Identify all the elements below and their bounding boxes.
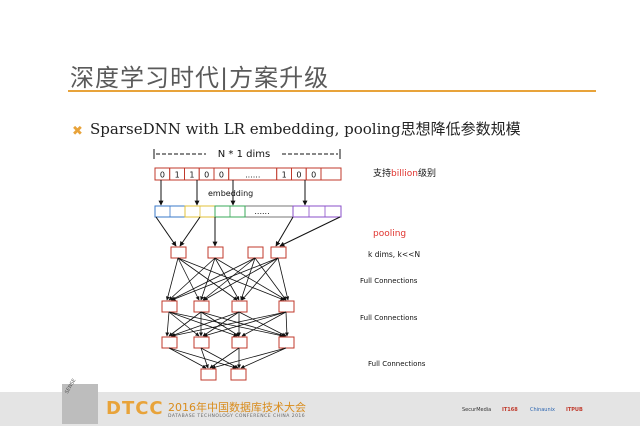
sponsor-logo: IT168	[502, 407, 518, 413]
sponsor-logo: SecurMedia	[462, 407, 492, 413]
title-underline	[68, 90, 596, 92]
full-connection-edges-1	[165, 257, 290, 301]
sponsor-logo: ITPUB	[566, 407, 583, 413]
input-cell-value: ......	[245, 171, 260, 180]
bullet-text: SparseDNN with LR embedding, pooling思想降低…	[90, 120, 521, 138]
input-cell-value: 0	[219, 171, 224, 180]
k-dim-node	[170, 246, 187, 259]
input-cell-value: 0	[311, 171, 316, 180]
embedding-label: embedding	[208, 189, 253, 198]
support-label-post: 级别	[418, 167, 436, 179]
input-cell-value: 1	[282, 171, 287, 180]
k-dim-node	[270, 246, 287, 259]
hidden-node-layer1	[278, 300, 295, 313]
input-cell-value: 1	[175, 171, 180, 180]
k-dim-node	[207, 246, 224, 259]
embedding-segment	[292, 205, 342, 218]
hidden-node-layer1	[161, 300, 178, 313]
bullet-x-icon: ✖	[72, 124, 83, 139]
output-node	[230, 368, 247, 381]
output-node	[200, 368, 217, 381]
full-connection-edges-3	[168, 347, 287, 370]
hidden-node-layer2	[278, 336, 295, 349]
k-dim-node	[247, 246, 264, 259]
full-connections-label-2: Full Connections	[360, 314, 418, 322]
pooling-arrow	[275, 216, 294, 247]
embedding-vector-frame	[154, 205, 342, 218]
pooling-arrow	[179, 216, 201, 247]
input-cell-value: 0	[160, 171, 165, 180]
input-cell-value: 0	[204, 171, 209, 180]
conference-title: 2016年中国数据库技术大会	[168, 401, 306, 414]
support-label: 支持billion级别	[373, 167, 436, 179]
pooling-arrow	[279, 216, 341, 247]
sponsor-logo: Chinaunix	[530, 407, 555, 413]
k-dims-label: k dims, k<<N	[368, 250, 420, 259]
slide-title: 深度学习时代|方案升级	[70, 64, 330, 92]
full-connections-label-1: Full Connections	[360, 277, 418, 285]
support-label-highlight: billion	[391, 169, 418, 179]
pooling-label: pooling	[373, 229, 406, 239]
dtcc-logo: DTCC	[106, 398, 164, 419]
dims-label: N * 1 dims	[218, 149, 270, 160]
full-connections-label-3: Full Connections	[368, 360, 426, 368]
hidden-node-layer2	[193, 336, 210, 349]
footer-side-logo	[62, 384, 98, 424]
hidden-node-layer1	[231, 300, 248, 313]
full-connection-edges-2	[165, 311, 289, 338]
footer-bar	[0, 392, 640, 426]
input-cell-box	[305, 167, 322, 181]
hidden-node-layer2	[231, 336, 248, 349]
input-cell-value: 0	[296, 171, 301, 180]
embedding-dots: ......	[254, 207, 269, 216]
conference-subtitle: DATABASE TECHNOLOGY CONFERENCE CHINA 201…	[168, 414, 306, 419]
hidden-node-layer1	[193, 300, 210, 313]
support-label-pre: 支持	[373, 167, 391, 179]
pooling-arrow	[155, 216, 177, 247]
input-cell-value: 1	[189, 171, 194, 180]
hidden-node-layer2	[161, 336, 178, 349]
